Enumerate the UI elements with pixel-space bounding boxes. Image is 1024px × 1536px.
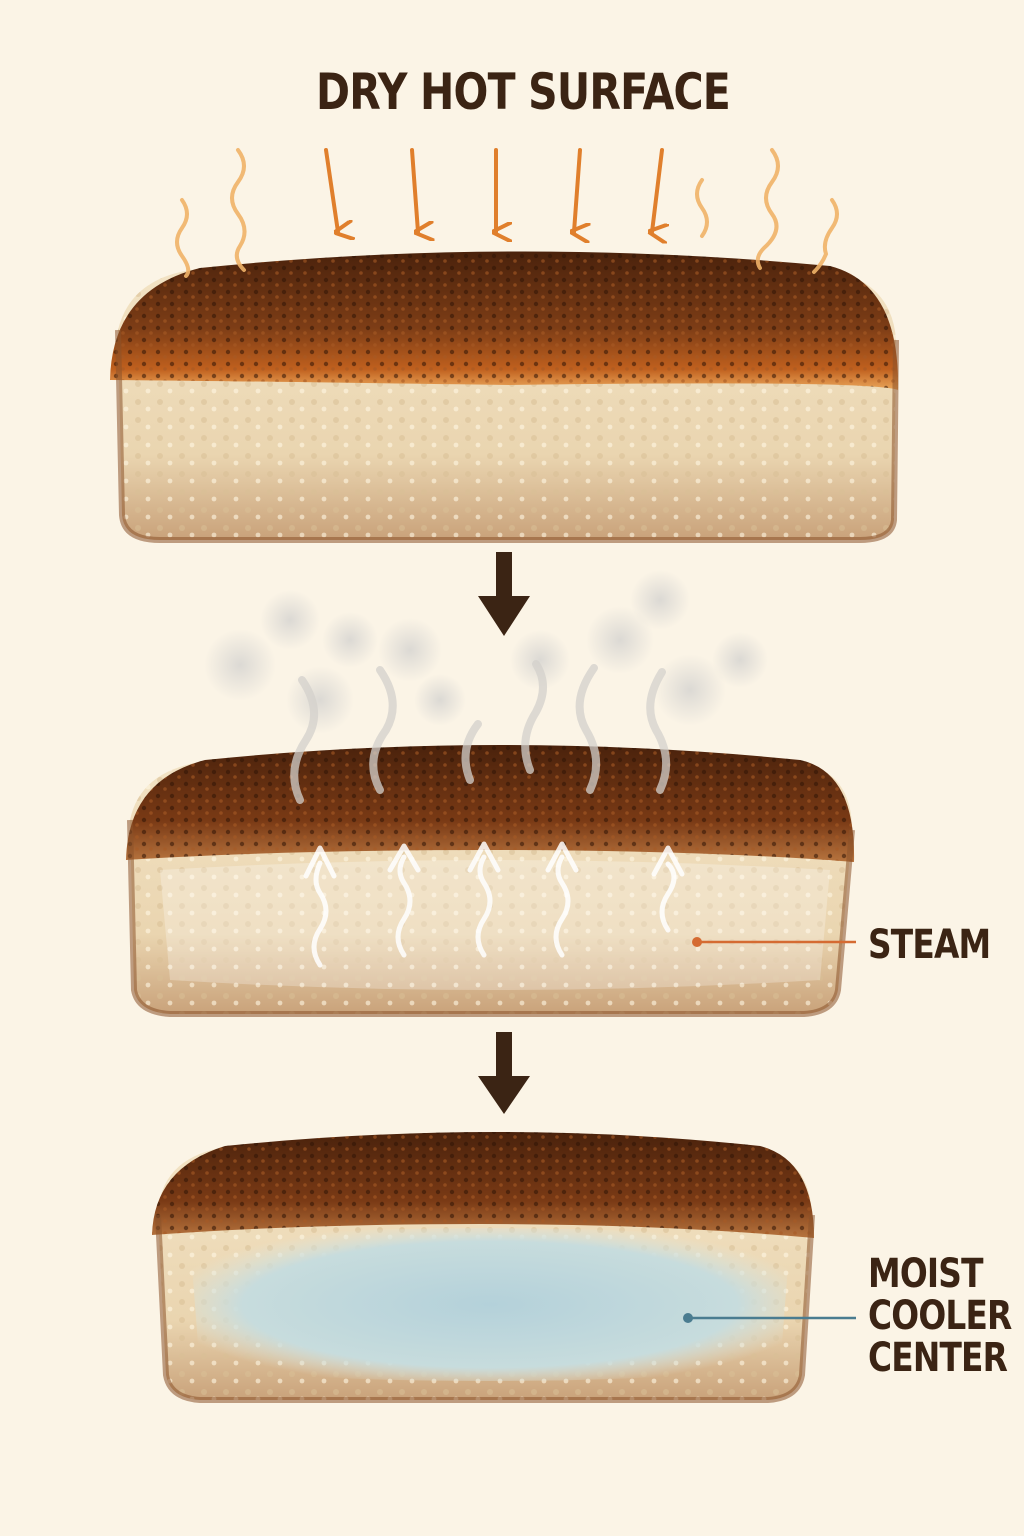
heat-wave-icon: [695, 178, 709, 238]
loaf-2-moist-haze: [160, 860, 830, 990]
heat-arrow-icon: [574, 148, 580, 232]
heat-wave-icon: [175, 198, 191, 278]
heat-arrow-icon: [652, 148, 662, 232]
moist-label-line: CENTER: [868, 1335, 1008, 1381]
heat-wave-icon: [755, 148, 780, 270]
loaf-1-crust-texture: [110, 251, 899, 390]
loaf-3-crust-texture: [152, 1132, 814, 1238]
moist-leader: [683, 1313, 856, 1323]
loaf-3-edge: [155, 1214, 815, 1403]
loaf-steam: [126, 745, 855, 1017]
heat-wave-icon-group: [175, 148, 839, 278]
down-arrow-icon: [478, 552, 530, 636]
down-arrow-icon: [478, 1032, 530, 1114]
steam-leader: [692, 937, 856, 947]
loaf-dry-hot-surface: [110, 251, 899, 543]
heat-arrow-icon-group: [324, 148, 662, 232]
loaf-3-moist-center: [190, 1228, 790, 1381]
loaf-moist-cooler-center: [152, 1132, 815, 1403]
heat-arrow-icon: [324, 148, 338, 232]
moist-label-line: COOLER: [868, 1293, 1012, 1339]
loaf-1-edge: [115, 329, 899, 543]
loaf-2-edge: [127, 819, 855, 1017]
loaf-2-crust-texture: [126, 745, 855, 862]
steam-rise-arrows: [303, 841, 685, 968]
heat-wave-icon: [230, 148, 247, 272]
steam-label: STEAM: [868, 922, 991, 968]
moist-cooler-center-label: MOIST COOLER CENTER: [868, 1251, 1012, 1381]
diagram-title: DRY HOT SURFACE: [316, 63, 731, 121]
steam-icon: [204, 570, 768, 804]
moist-label-line: MOIST: [868, 1251, 983, 1297]
heat-wave-icon: [812, 198, 839, 274]
heat-arrow-icon: [410, 148, 418, 232]
